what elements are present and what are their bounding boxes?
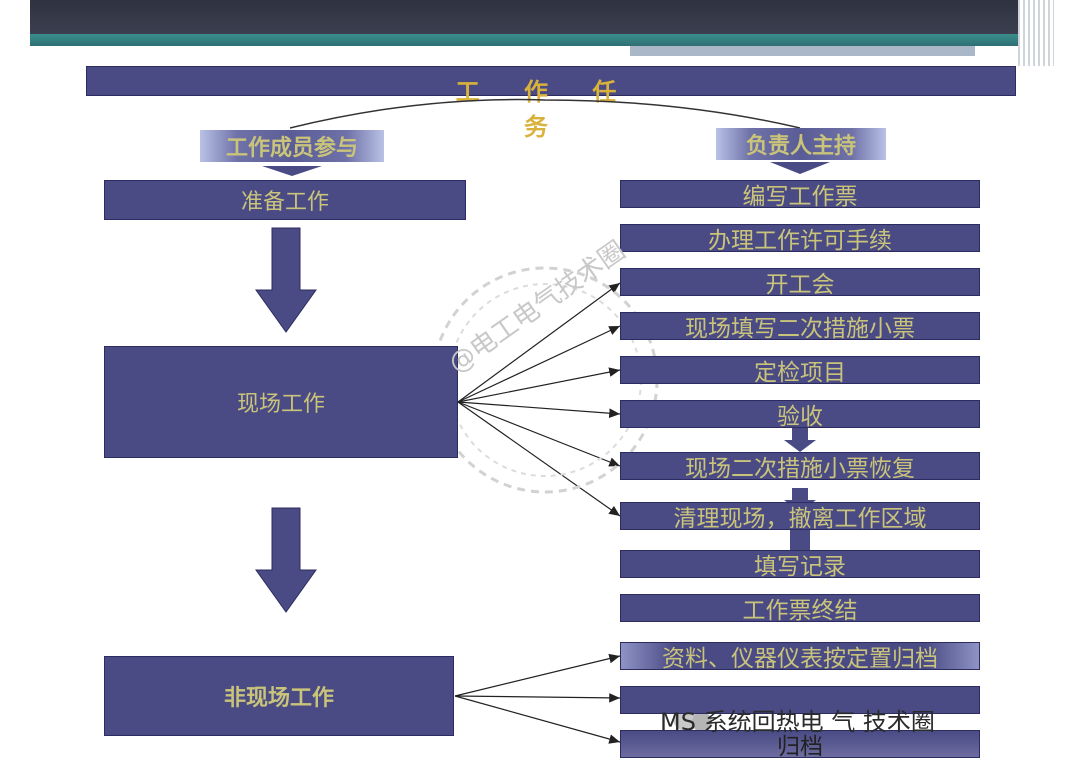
leader-tag: 负责人主持: [716, 128, 886, 160]
offsite-work-box: 非现场工作: [104, 656, 454, 736]
prep-work-box: 准备工作: [104, 180, 466, 220]
right-step-5: 定检项目: [620, 356, 980, 386]
right-step-13: 归档: [620, 730, 980, 760]
title-brace: [289, 98, 801, 129]
right-step-6: 验收: [620, 400, 980, 430]
header-stripes: [1018, 0, 1054, 66]
right-step-7: 现场二次措施小票恢复: [620, 452, 980, 482]
header-teal-band: [30, 34, 1050, 46]
right-step-9: 填写记录: [620, 550, 980, 580]
right-step-12: [620, 686, 980, 714]
right-step-11: 资料、仪器仪表按定置归档: [620, 642, 980, 672]
big-arrow-2: [255, 507, 317, 613]
right-step-2: 办理工作许可手续: [620, 224, 980, 254]
right-step-4: 现场填写二次措施小票: [620, 312, 980, 342]
big-arrow-1: [255, 227, 317, 333]
right-tag-arrow: [770, 162, 830, 174]
watermark-text: MS 系统回热电 气 技术圈: [660, 708, 935, 736]
onsite-work-box: 现场工作: [104, 346, 458, 458]
right-step-10: 工作票终结: [620, 594, 980, 624]
header-dark-band: [30, 0, 1050, 36]
right-step-1: 编写工作票: [620, 180, 980, 210]
task-title-bar: [86, 66, 1016, 96]
right-step-3: 开工会: [620, 268, 980, 298]
left-tag-arrow: [262, 166, 322, 176]
header-light-band: [630, 46, 975, 56]
task-title: 工 作 任 务: [455, 78, 635, 141]
right-step-8: 清理现场，撤离工作区域: [620, 502, 980, 532]
team-member-tag: 工作成员参与: [200, 130, 384, 162]
